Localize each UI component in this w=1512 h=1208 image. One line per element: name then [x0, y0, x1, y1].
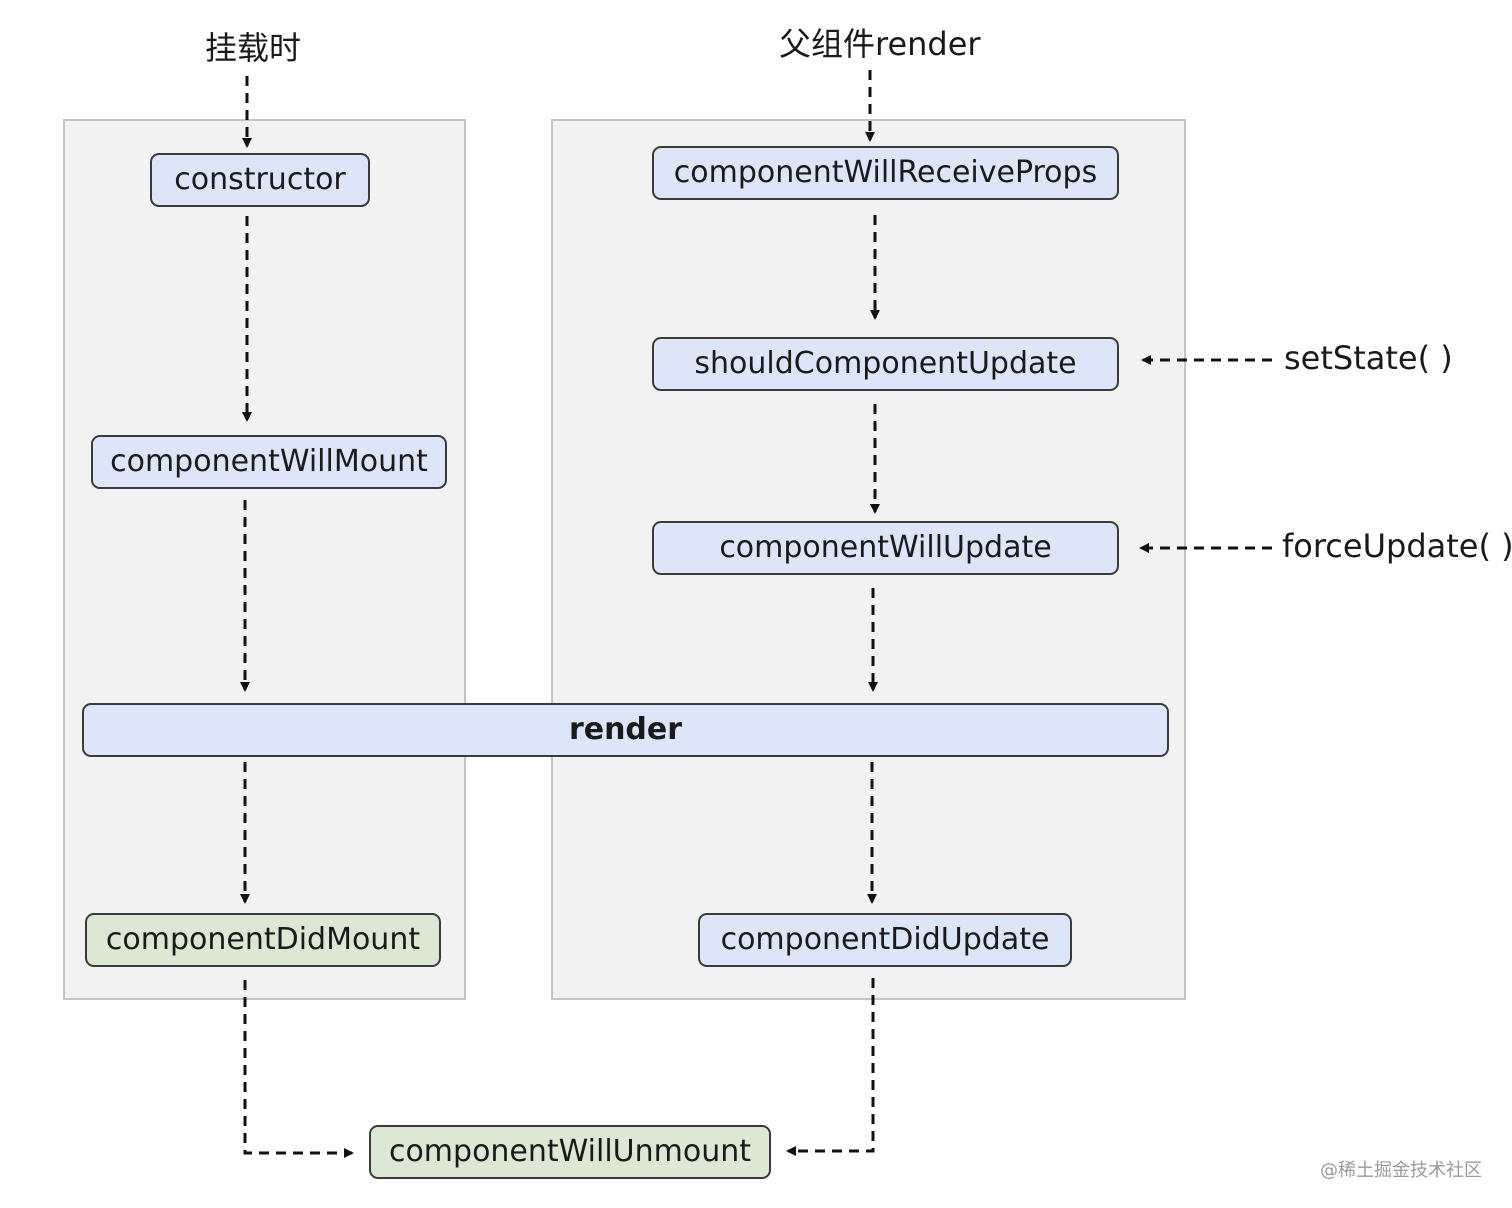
component-did-update-node: componentDidUpdate — [698, 913, 1072, 967]
mount-header: 挂载时 — [205, 29, 302, 67]
set-state-label: setState( ) — [1284, 339, 1453, 377]
edge-did-update-to-will-unmount — [786, 978, 875, 1156]
render-node: render — [82, 703, 1169, 757]
component-will-receive-props-node: componentWillReceiveProps — [652, 146, 1119, 200]
constructor-node: constructor — [150, 153, 370, 207]
parent-render-header: 父组件render — [779, 25, 981, 63]
component-will-update-node: componentWillUpdate — [652, 521, 1119, 575]
force-update-label: forceUpdate( ) — [1282, 527, 1512, 565]
component-did-mount-node: componentDidMount — [85, 913, 441, 967]
mount-phase-panel — [63, 119, 466, 1000]
should-component-update-node: shouldComponentUpdate — [652, 337, 1119, 391]
component-will-unmount-node: componentWillUnmount — [369, 1125, 771, 1179]
edge-did-mount-to-will-unmount — [243, 980, 354, 1158]
watermark: @稀土掘金技术社区 — [1320, 1160, 1482, 1181]
component-will-mount-node: componentWillMount — [91, 435, 447, 489]
